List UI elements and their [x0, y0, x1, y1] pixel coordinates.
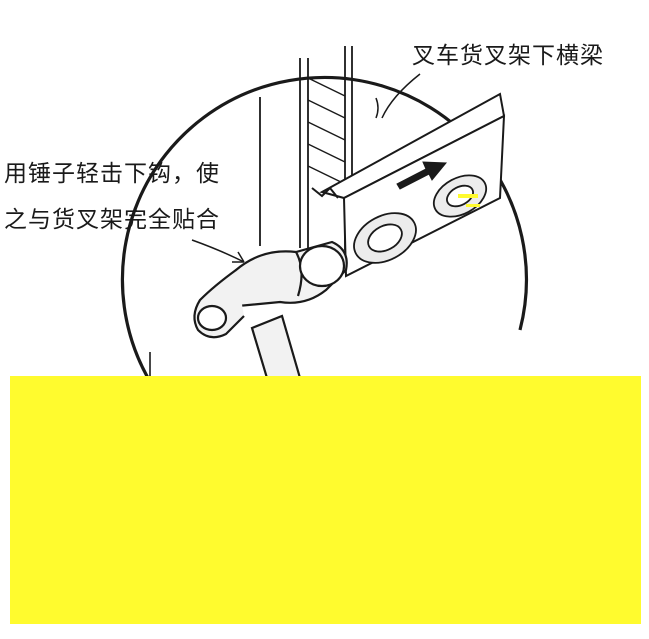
mast-rails: [259, 46, 353, 250]
leader-arrowhead-left: [232, 251, 245, 263]
label-fork-carriage-beam: 叉车货叉架下横梁: [412, 43, 604, 69]
yellow-overlay-block: [10, 376, 641, 624]
label-instruction-line1: 用锤子轻击下钩，使: [4, 161, 220, 187]
leader-tick-top: [375, 97, 379, 119]
label-instruction-line2: 之与货叉架完全贴合: [4, 207, 220, 233]
hammer-icon: [193, 240, 348, 390]
color-artifacts: [458, 194, 480, 207]
magnifier-circle: [120, 75, 528, 395]
leader-line-top: [381, 73, 421, 119]
mast-hatching: [307, 77, 346, 185]
arrow-right-icon: [396, 161, 448, 190]
leader-line-left: [191, 239, 245, 263]
